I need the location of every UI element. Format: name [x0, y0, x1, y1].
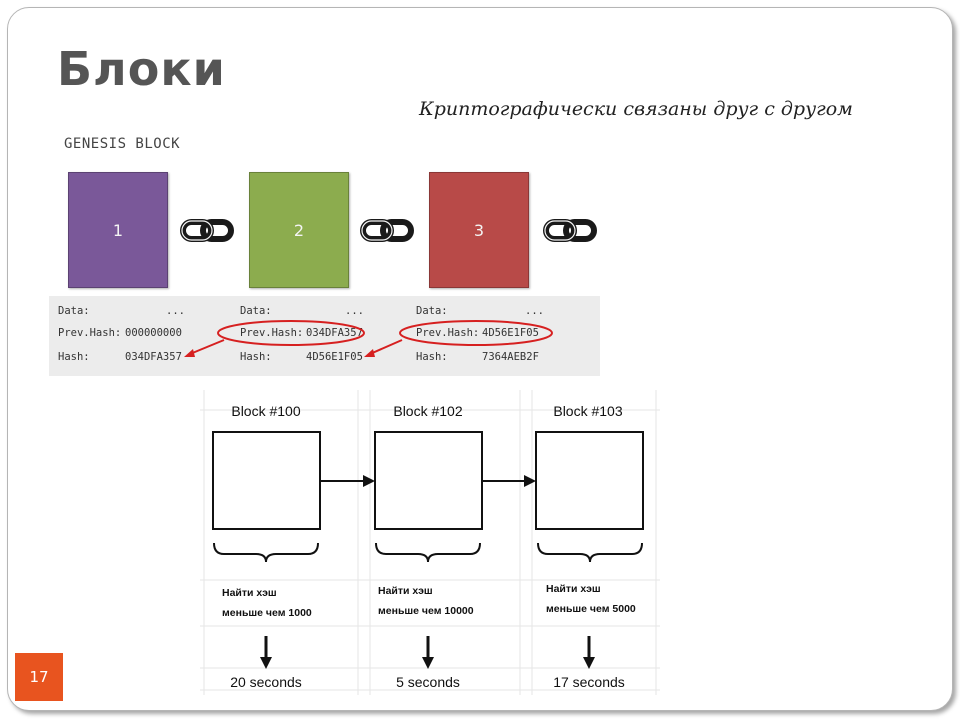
- slide-subtitle: Криптографически связаны друг с другом: [419, 98, 853, 120]
- arrowhead: [184, 349, 195, 357]
- time-label: 5 seconds: [396, 674, 460, 690]
- data-value: ...: [345, 305, 364, 317]
- arrowhead: [583, 657, 595, 669]
- block-box: [374, 431, 483, 530]
- hash-value: 034DFA357: [125, 351, 182, 363]
- hash-link-annotations: [184, 320, 553, 357]
- hash-label: Hash:: [58, 351, 90, 363]
- block-title: Block #103: [553, 403, 622, 419]
- prev-hash-value: 000000000: [125, 327, 182, 339]
- time-label: 17 seconds: [553, 674, 625, 690]
- arrowhead: [422, 657, 434, 669]
- data-label: Data:: [240, 305, 272, 317]
- data-value: ...: [166, 305, 185, 317]
- mining-difficulty-diagram: Block #100 Block #102 Block #103 Найти х…: [200, 390, 660, 695]
- task-line-2: меньше чем 1000: [222, 607, 312, 619]
- arrowhead: [363, 475, 375, 487]
- pointer-arrow: [369, 339, 403, 355]
- time-label: 20 seconds: [230, 674, 302, 690]
- task-line-2: меньше чем 5000: [546, 603, 636, 615]
- brace: [375, 542, 481, 563]
- brace: [537, 542, 643, 563]
- block-1: 1: [68, 172, 168, 288]
- task-line-2: меньше чем 10000: [378, 605, 474, 617]
- prev-hash-value: 4D56E1F05: [482, 327, 539, 339]
- prev-hash-label: Prev.Hash:: [58, 327, 122, 339]
- genesis-label: GENESIS BLOCK: [64, 136, 181, 152]
- hash-label: Hash:: [416, 351, 448, 363]
- block-box: [535, 431, 644, 530]
- hash-value: 4D56E1F05: [306, 351, 363, 363]
- brace: [213, 542, 319, 563]
- data-value: ...: [525, 305, 544, 317]
- arrowhead: [524, 475, 536, 487]
- data-label: Data:: [416, 305, 448, 317]
- hash-value: 7364AEB2F: [482, 351, 539, 363]
- prev-hash-label: Prev.Hash:: [240, 327, 304, 339]
- block-title: Block #100: [231, 403, 300, 419]
- hash-label: Hash:: [240, 351, 272, 363]
- block-title: Block #102: [393, 403, 462, 419]
- block-number: 2: [293, 220, 305, 240]
- arrowhead: [260, 657, 272, 669]
- arrowhead: [364, 349, 375, 357]
- highlight-ellipse: [399, 320, 553, 346]
- block-number: 3: [473, 220, 485, 240]
- task-line-1: Найти хэш: [378, 585, 433, 597]
- page-number: 17: [15, 653, 63, 701]
- data-label: Data:: [58, 305, 90, 317]
- hash-info-panel: [49, 296, 600, 376]
- block-3: 3: [429, 172, 529, 288]
- block-box: [212, 431, 321, 530]
- block-2: 2: [249, 172, 349, 288]
- slide-title: Блоки: [57, 42, 226, 96]
- pointer-arrow: [189, 339, 225, 355]
- chain-link-icon: [180, 219, 234, 242]
- chain-link-icon: [360, 219, 414, 242]
- block-number: 1: [112, 220, 124, 240]
- prev-hash-label: Prev.Hash:: [416, 327, 480, 339]
- task-line-1: Найти хэш: [546, 583, 601, 595]
- task-line-1: Найти хэш: [222, 587, 277, 599]
- prev-hash-value: 034DFA357: [306, 327, 363, 339]
- chain-link-icon: [543, 219, 597, 242]
- highlight-ellipse: [217, 320, 365, 346]
